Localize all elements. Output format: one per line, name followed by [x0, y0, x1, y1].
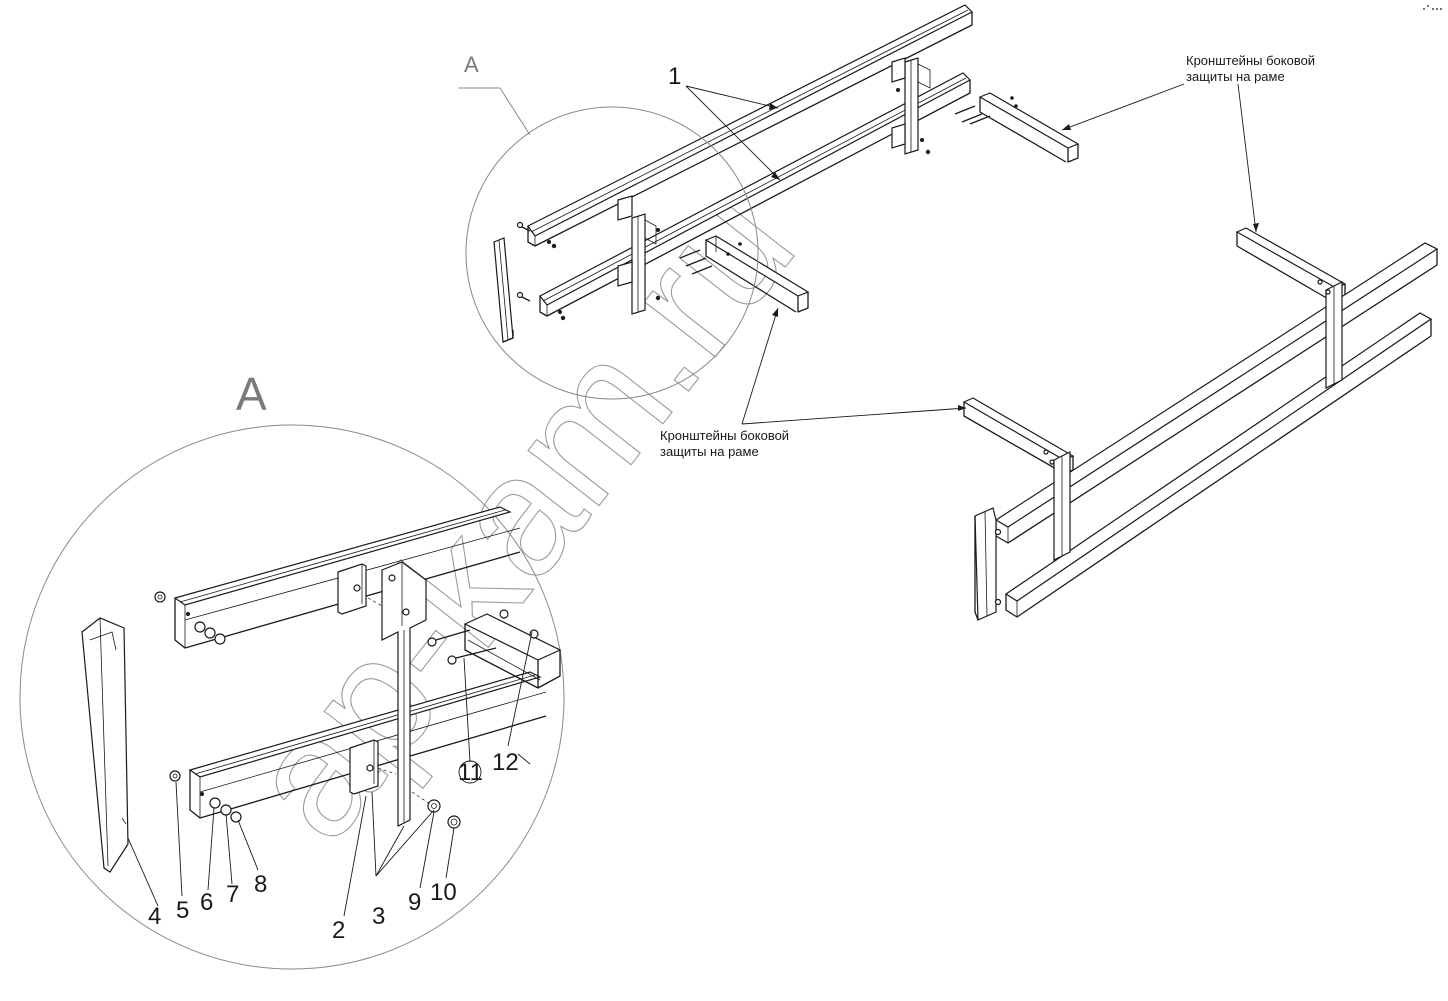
part-number-8: 8: [254, 871, 267, 898]
part-number-10: 10: [430, 879, 457, 906]
bracket-label-top-2: защиты на раме: [1186, 69, 1285, 84]
part-number-4: 4: [148, 903, 161, 930]
detail-view-a: А: [19, 368, 565, 970]
part-number-11: 11: [458, 759, 483, 786]
part-number-7: 7: [226, 881, 239, 908]
part-number-5: 5: [176, 897, 189, 924]
part-number-6: 6: [200, 889, 213, 916]
part-number-12: 12: [492, 749, 519, 776]
corner-dots: [1423, 5, 1442, 10]
bracket-label-mid-2: защиты на раме: [660, 444, 759, 459]
detail-callouts: 4 5 6 7 8 2 3 9 10 11 12: [127, 631, 533, 944]
callout-brackets-top: Кронштейны боковой защиты на раме: [1061, 53, 1315, 233]
view-letter-detail: А: [236, 368, 267, 420]
bracket-label-mid-1: Кронштейны боковой: [660, 428, 789, 443]
part-number-3: 3: [372, 903, 385, 930]
rail-assembly-top: [493, 4, 1080, 343]
watermark: ap-kam.ru: [209, 152, 831, 873]
bolts-top: [516, 88, 931, 321]
bracket-label-top-1: Кронштейны боковой: [1186, 53, 1315, 68]
callout-brackets-mid: Кронштейны боковой защиты на раме: [660, 307, 967, 459]
callout-1: 1: [668, 63, 781, 181]
part-number-9: 9: [408, 889, 421, 916]
view-letter-top: А: [464, 52, 479, 77]
detail-circle-top: А: [458, 52, 759, 400]
watermark-text: ap-kam.ru: [209, 153, 830, 873]
part-number-1: 1: [668, 63, 681, 90]
side-protection-frame: [962, 227, 1439, 621]
part-number-2: 2: [332, 917, 345, 944]
